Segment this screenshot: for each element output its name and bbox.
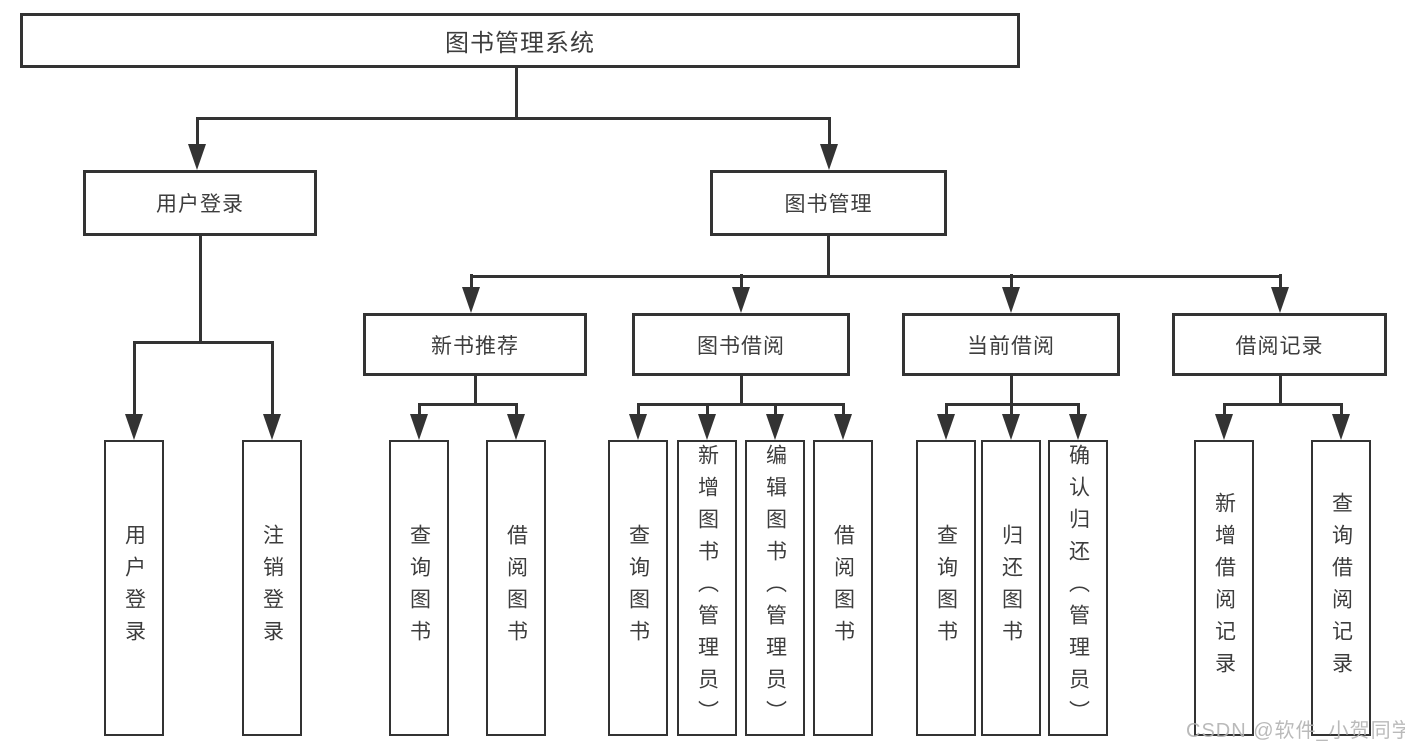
arrow-down-icon: [732, 287, 750, 313]
connector-line: [132, 341, 136, 428]
arrow-down-icon: [1002, 287, 1020, 313]
connector-line: [198, 236, 202, 344]
node-label: 用户登录: [156, 193, 244, 216]
node-label: 新增图书（管理员）: [695, 444, 719, 732]
arrow-down-icon: [125, 414, 143, 440]
node-label: 新书推荐: [431, 334, 519, 358]
arrow-down-icon: [263, 414, 281, 440]
connector-line: [132, 340, 274, 344]
arrow-down-icon: [1332, 414, 1350, 440]
node-leaf-cb-confirm: 确认归还（管理员）: [1048, 440, 1108, 736]
arrow-down-icon: [629, 414, 647, 440]
arrow-down-icon: [698, 414, 716, 440]
connector-line: [739, 376, 743, 406]
node-borrow-record: 借阅记录: [1172, 313, 1387, 376]
node-leaf-nb-query: 查询图书: [389, 440, 449, 736]
arrow-down-icon: [1215, 414, 1233, 440]
arrow-down-icon: [834, 414, 852, 440]
node-leaf-br-add: 新增借阅记录: [1194, 440, 1254, 736]
node-label: 确认归还（管理员）: [1066, 444, 1090, 732]
node-leaf-user-login: 用户登录: [104, 440, 164, 736]
node-label: 借阅图书: [504, 524, 528, 652]
node-leaf-bb-edit: 编辑图书（管理员）: [745, 440, 805, 736]
node-book-borrow: 图书借阅: [632, 313, 850, 376]
arrow-down-icon: [1271, 287, 1289, 313]
arrow-down-icon: [188, 144, 206, 170]
node-leaf-bb-add: 新增图书（管理员）: [677, 440, 737, 736]
node-label: 新增借阅记录: [1212, 492, 1236, 684]
connector-line: [1278, 376, 1282, 406]
node-label: 借阅记录: [1235, 334, 1324, 358]
connector-line: [1009, 376, 1013, 406]
node-leaf-bb-borrow: 借阅图书: [813, 440, 873, 736]
node-label: 用户登录: [122, 524, 146, 652]
node-label: 图书借阅: [697, 334, 785, 358]
connector-line: [473, 376, 477, 406]
node-label: 当前借阅: [967, 334, 1055, 358]
arrow-down-icon: [462, 287, 480, 313]
node-leaf-cb-query: 查询图书: [916, 440, 976, 736]
arrow-down-icon: [766, 414, 784, 440]
connector-line: [1222, 402, 1343, 406]
node-label: 查询借阅记录: [1329, 492, 1353, 684]
connector-line: [827, 117, 831, 158]
node-label: 编辑图书（管理员）: [763, 444, 787, 732]
node-new-book: 新书推荐: [363, 313, 587, 376]
node-book-mgmt: 图书管理: [710, 170, 947, 236]
arrow-down-icon: [410, 414, 428, 440]
node-current-borrow: 当前借阅: [902, 313, 1120, 376]
node-user-login: 用户登录: [83, 170, 317, 236]
node-label: 图书管理系统: [445, 30, 595, 57]
node-leaf-cb-return: 归还图书: [981, 440, 1041, 736]
arrow-down-icon: [937, 414, 955, 440]
arrow-down-icon: [507, 414, 525, 440]
node-label: 查询图书: [407, 524, 431, 652]
connector-line: [195, 117, 199, 158]
node-leaf-nb-borrow: 借阅图书: [486, 440, 546, 736]
connector-line: [469, 274, 1282, 278]
node-leaf-logout: 注销登录: [242, 440, 302, 736]
connector-line: [417, 402, 518, 406]
connector-line: [826, 236, 830, 278]
arrow-down-icon: [1002, 414, 1020, 440]
arrow-down-icon: [1069, 414, 1087, 440]
node-label: 归还图书: [999, 524, 1023, 652]
connector-line: [270, 341, 274, 428]
node-root: 图书管理系统: [20, 13, 1020, 68]
node-label: 借阅图书: [831, 524, 855, 652]
connector-line: [514, 68, 518, 120]
node-label: 图书管理: [784, 193, 873, 216]
node-leaf-bb-query: 查询图书: [608, 440, 668, 736]
node-leaf-br-query: 查询借阅记录: [1311, 440, 1371, 736]
node-label: 注销登录: [260, 524, 284, 652]
arrow-down-icon: [820, 144, 838, 170]
connector-line: [195, 116, 831, 120]
node-label: 查询图书: [934, 524, 958, 652]
node-label: 查询图书: [626, 524, 650, 652]
csdn-watermark: CSDN @软件_小贺同学: [1186, 720, 1405, 742]
